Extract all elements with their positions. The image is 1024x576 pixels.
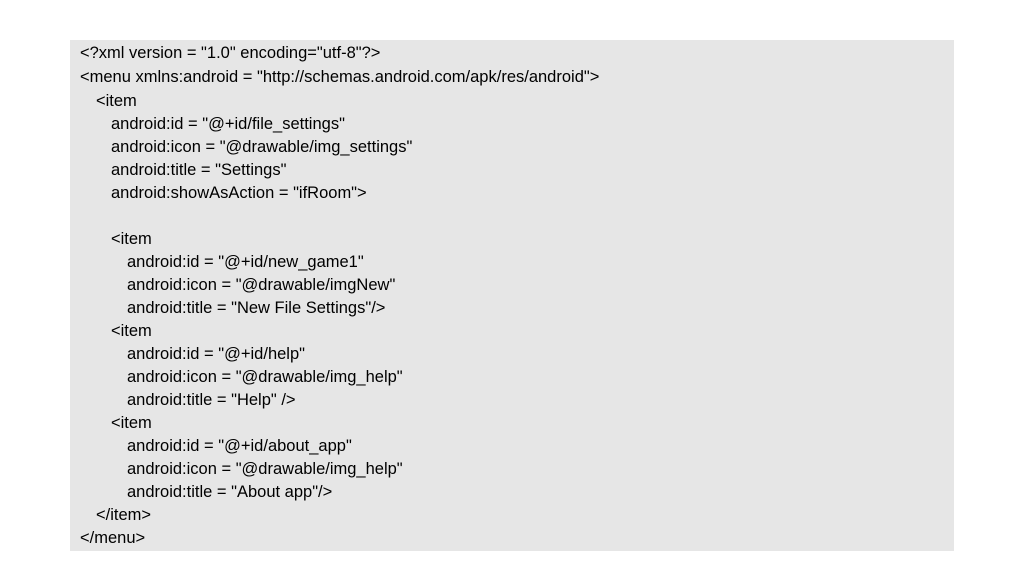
- code-line-attr: android:icon = "@drawable/img_help": [127, 368, 403, 386]
- code-line-attr: android:id = "@+id/help": [127, 345, 305, 363]
- code-line-attr: android:title = "New File Settings"/>: [127, 299, 386, 317]
- code-line-attr: android:icon = "@drawable/img_help": [127, 460, 403, 478]
- code-line-attr: android:id = "@+id/file_settings": [111, 115, 345, 133]
- code-line-menu-close: </menu>: [80, 529, 146, 547]
- code-line-item-close: </item>: [96, 506, 152, 524]
- xml-code-panel: <?xml version = "1.0" encoding="utf-8"?>…: [70, 40, 954, 551]
- code-line-attr: android:title = "About app"/>: [127, 483, 333, 501]
- code-line-attr: android:id = "@+id/new_game1": [127, 253, 364, 271]
- code-line-item-open: <item: [111, 322, 152, 340]
- code-line-attr: android:id = "@+id/about_app": [127, 437, 352, 455]
- code-line-item-open: <item: [96, 92, 137, 110]
- code-line-xml-declaration: <?xml version = "1.0" encoding="utf-8"?>: [80, 44, 381, 62]
- code-line-attr: android:showAsAction = "ifRoom">: [111, 184, 367, 202]
- code-line-attr: android:icon = "@drawable/imgNew": [127, 276, 396, 294]
- code-line-item-open: <item: [111, 414, 152, 432]
- code-line-attr: android:title = "Settings": [111, 161, 287, 179]
- code-line-menu-open: <menu xmlns:android = "http://schemas.an…: [80, 68, 600, 86]
- code-line-attr: android:title = "Help" />: [127, 391, 296, 409]
- code-line-attr: android:icon = "@drawable/img_settings": [111, 138, 413, 156]
- code-line-item-open: <item: [111, 230, 152, 248]
